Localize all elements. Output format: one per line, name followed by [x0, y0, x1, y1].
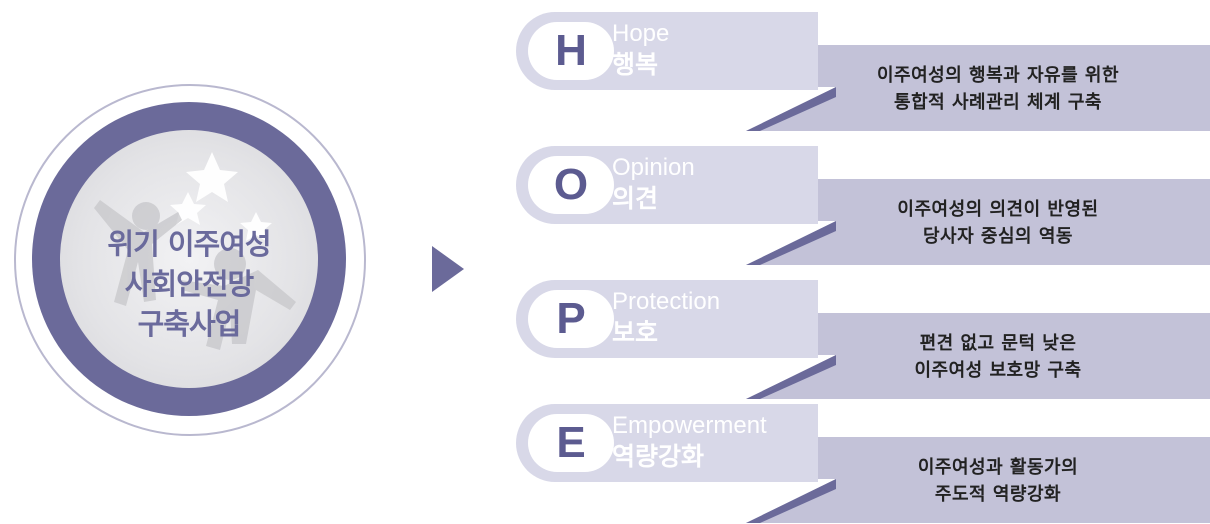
description-line-1: 이주여성과 활동가의 — [917, 457, 1079, 478]
item-empowerment: E Empowerment 역량강화 이주여성과 활동가의 주도적 역량강화 — [516, 404, 1210, 524]
tab-english: Protection — [612, 288, 721, 315]
tab-korean: 의견 — [612, 184, 659, 213]
letter-badge: O — [528, 156, 614, 214]
letter-badge: H — [528, 22, 614, 80]
tab-english: Opinion — [612, 154, 695, 181]
description: 편견 없고 문턱 낮은 이주여성 보호망 구축 — [786, 330, 1210, 384]
item-hope: H Hope 행복 이주여성의 행복과 자유를 위한 통합적 사례관리 체계 구… — [516, 12, 1210, 132]
tab: P Protection 보호 — [516, 280, 818, 358]
fold-corner — [746, 479, 836, 523]
tab: H Hope 행복 — [516, 12, 818, 90]
letter-badge: E — [528, 414, 614, 472]
tab-korean: 역량강화 — [612, 442, 705, 471]
fold-corner — [746, 221, 836, 265]
description-line-1: 이주여성의 의견이 반영된 — [897, 199, 1099, 220]
people-stars-illustration — [94, 152, 296, 350]
letter-badge: P — [528, 290, 614, 348]
center-title-line-3: 구축사업 — [137, 307, 242, 341]
center-title: 위기 이주여성 사회안전망 구축사업 — [60, 224, 318, 344]
tab: O Opinion 의견 — [516, 146, 818, 224]
right-arrow-icon — [432, 246, 464, 292]
center-emblem: 위기 이주여성 사회안전망 구축사업 — [14, 84, 374, 444]
description-line-2: 이주여성 보호망 구축 — [914, 360, 1082, 381]
tab: E Empowerment 역량강화 — [516, 404, 818, 482]
tab-english: Hope — [612, 20, 670, 47]
item-protection: P Protection 보호 편견 없고 문턱 낮은 이주여성 보호망 구축 — [516, 280, 1210, 400]
tab-english: Empowerment — [612, 412, 767, 439]
center-title-line-2: 사회안전망 — [124, 267, 254, 301]
inner-disc: 위기 이주여성 사회안전망 구축사업 — [60, 130, 318, 388]
description: 이주여성과 활동가의 주도적 역량강화 — [786, 454, 1210, 508]
description-line-1: 편견 없고 문턱 낮은 — [919, 333, 1077, 354]
description-line-2: 당사자 중심의 역동 — [922, 226, 1073, 247]
description: 이주여성의 의견이 반영된 당사자 중심의 역동 — [786, 196, 1210, 250]
description: 이주여성의 행복과 자유를 위한 통합적 사례관리 체계 구축 — [786, 62, 1210, 116]
description-line-1: 이주여성의 행복과 자유를 위한 — [876, 65, 1120, 86]
fold-corner — [746, 355, 836, 399]
center-title-line-1: 위기 이주여성 — [107, 227, 271, 261]
description-line-2: 주도적 역량강화 — [934, 484, 1062, 505]
tab-korean: 행복 — [612, 50, 659, 79]
item-opinion: O Opinion 의견 이주여성의 의견이 반영된 당사자 중심의 역동 — [516, 146, 1210, 266]
description-line-2: 통합적 사례관리 체계 구축 — [894, 92, 1102, 113]
fold-corner — [746, 87, 836, 131]
tab-korean: 보호 — [612, 318, 659, 347]
